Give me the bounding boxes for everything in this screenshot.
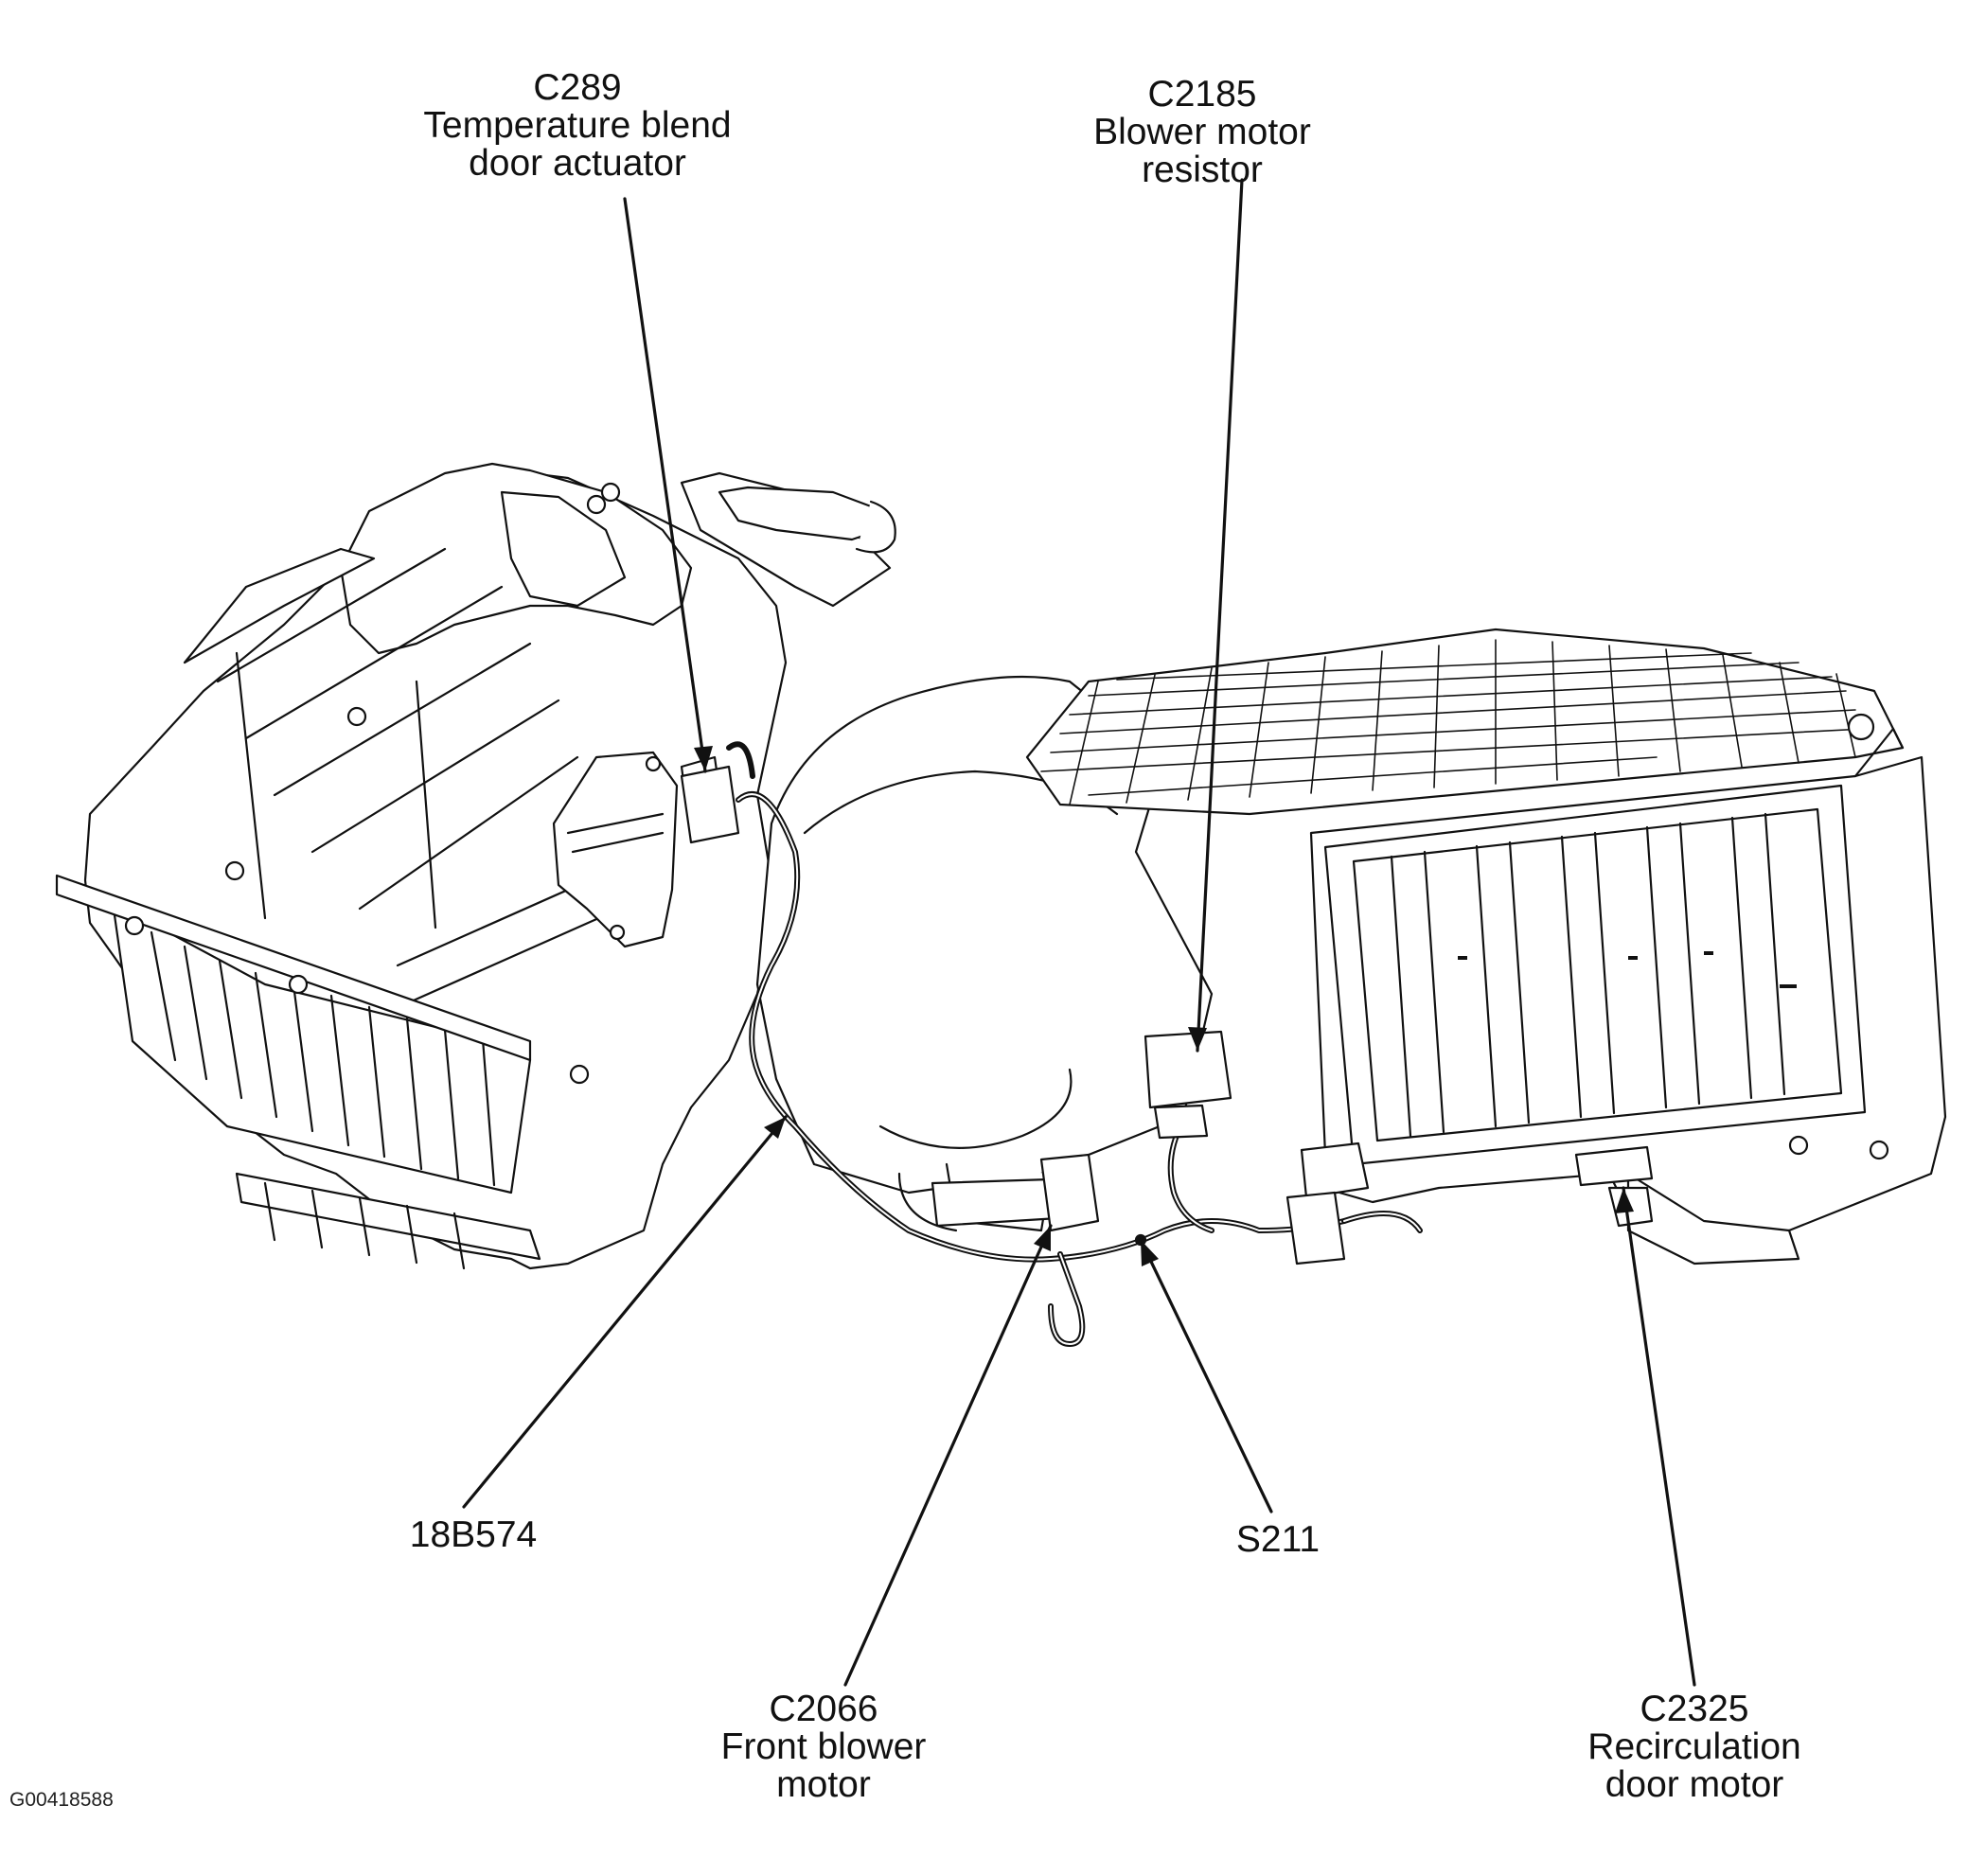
wiring-harness-18B574 — [726, 741, 1423, 1347]
label-c289-code: C289 — [533, 67, 622, 108]
leader-c2325 — [1622, 1186, 1696, 1687]
label-c289: C289 Temperature blend door actuator — [407, 69, 748, 183]
label-c2325-line1: Recirculation — [1587, 1726, 1801, 1767]
leader-s211 — [1139, 1238, 1273, 1513]
connector-c2185 — [1144, 1030, 1232, 1140]
label-c289-line1: Temperature blend — [423, 105, 732, 146]
label-c2185: C2185 Blower motor resistor — [1070, 76, 1335, 189]
leader-lines — [462, 178, 1696, 1687]
connector-c2066 — [1039, 1153, 1100, 1232]
label-c289-line2: door actuator — [469, 143, 686, 184]
leader-arrowheads — [694, 746, 1634, 1266]
left-hvac-housing — [55, 462, 896, 1270]
connector-right-pair — [1285, 1142, 1370, 1265]
label-c2066-line2: motor — [776, 1764, 871, 1805]
leader-c2185 — [1196, 178, 1244, 1053]
recirculation-door-motor — [1574, 1145, 1654, 1228]
label-s211-code: S211 — [1235, 1519, 1321, 1560]
label-c2325: C2325 Recirculation door motor — [1571, 1690, 1817, 1804]
label-c2325-code: C2325 — [1640, 1689, 1749, 1729]
figure-reference-id: G00418588 — [9, 1789, 114, 1811]
leader-c2066 — [843, 1224, 1053, 1687]
right-intake-housing — [1025, 628, 1947, 1265]
label-c2325-line2: door motor — [1605, 1764, 1784, 1805]
label-18B574-code: 18B574 — [409, 1514, 538, 1555]
label-18B574: 18B574 — [379, 1516, 568, 1554]
label-s211: S211 — [1202, 1521, 1354, 1559]
leader-18B574 — [462, 1115, 788, 1509]
label-c2066: C2066 Front blower motor — [700, 1690, 947, 1804]
label-c2185-line2: resistor — [1142, 150, 1263, 190]
label-c2066-line1: Front blower — [720, 1726, 927, 1767]
leader-c289 — [623, 197, 707, 773]
label-c2185-code: C2185 — [1147, 74, 1257, 115]
label-c2066-code: C2066 — [769, 1689, 878, 1729]
connector-c289 — [680, 765, 740, 844]
label-c2185-line1: Blower motor — [1093, 112, 1311, 152]
